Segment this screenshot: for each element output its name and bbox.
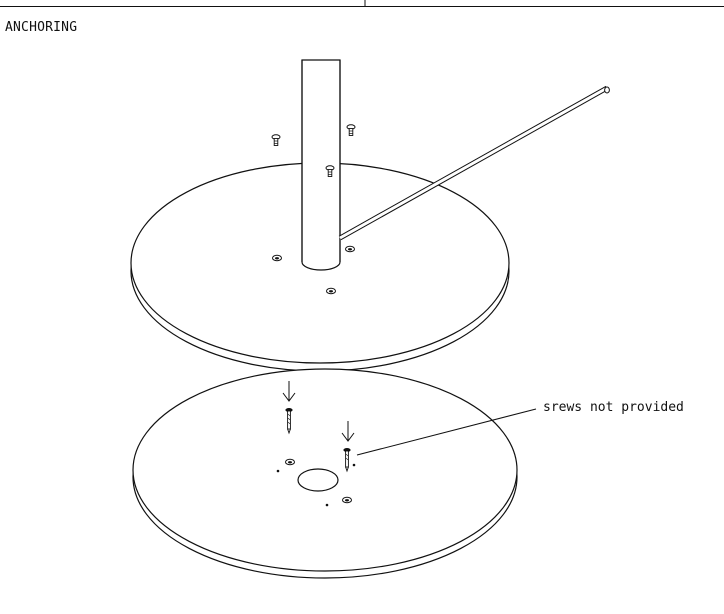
mounting-hole — [345, 245, 355, 253]
support-rod — [338, 85, 610, 241]
callout-text: srews not provided — [543, 400, 684, 415]
down-arrow-icon — [341, 421, 355, 442]
header-divider — [0, 0, 724, 7]
mounting-hole — [285, 458, 295, 466]
screw-icon — [346, 124, 356, 136]
section-title: ANCHORING — [5, 20, 78, 35]
mounting-hole — [342, 496, 352, 504]
down-arrow-icon — [282, 381, 296, 402]
pole — [301, 59, 341, 271]
screw-icon — [271, 134, 281, 146]
anchor-screw-left — [285, 408, 293, 435]
mounting-hole — [326, 287, 336, 295]
anchor-screw-right — [343, 448, 351, 473]
mounting-hole — [272, 254, 282, 262]
callout-leader — [356, 408, 537, 456]
floor-plate — [132, 368, 518, 579]
